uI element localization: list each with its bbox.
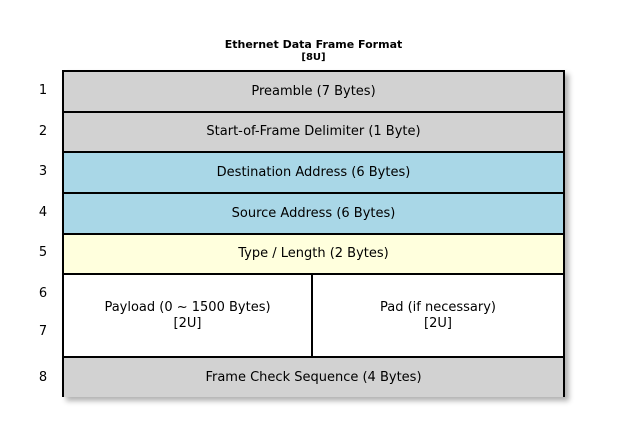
row-number-6: 6 [38, 286, 48, 301]
row-number-5: 5 [38, 245, 48, 260]
diagram-title-block: Ethernet Data Frame Format [8U] [62, 38, 565, 64]
frame-field-sublabel: [2U] [173, 315, 202, 331]
frame-field-preamble: Preamble (7 Bytes) [64, 72, 563, 113]
frame-field-payload: Payload (0 ~ 1500 Bytes) [2U] [64, 275, 313, 356]
row-number-8: 8 [38, 370, 48, 385]
frame-field-label: Preamble (7 Bytes) [251, 83, 376, 99]
frame-field-label: Pad (if necessary) [379, 299, 496, 315]
ethernet-frame-table: Preamble (7 Bytes) Start-of-Frame Delimi… [62, 70, 565, 397]
frame-field-label: Payload (0 ~ 1500 Bytes) [104, 299, 271, 315]
row-number-gutter: 1 2 3 4 5 6 7 8 [30, 70, 56, 397]
frame-field-start-of-frame-delimiter: Start-of-Frame Delimiter (1 Byte) [64, 113, 563, 153]
frame-field-sublabel: [2U] [424, 315, 452, 331]
row-number-1: 1 [38, 83, 48, 98]
frame-field-label: Start-of-Frame Delimiter (1 Byte) [206, 124, 421, 139]
page-title: Ethernet Data Frame Format [224, 38, 403, 51]
frame-field-payload-pad-row: Payload (0 ~ 1500 Bytes) [2U] Pad (if ne… [64, 275, 563, 358]
frame-field-label: Frame Check Sequence (4 Bytes) [205, 369, 422, 385]
page-subtitle: [8U] [301, 52, 326, 63]
frame-field-label: Destination Address (6 Bytes) [216, 164, 411, 180]
row-number-7: 7 [38, 324, 48, 339]
row-number-4: 4 [38, 205, 48, 220]
frame-field-destination-address: Destination Address (6 Bytes) [64, 153, 563, 194]
row-number-3: 3 [38, 164, 48, 179]
frame-field-label: Type / Length (2 Bytes) [238, 246, 389, 261]
frame-field-frame-check-sequence: Frame Check Sequence (4 Bytes) [64, 358, 563, 397]
frame-field-label: Source Address (6 Bytes) [231, 205, 396, 221]
frame-field-source-address: Source Address (6 Bytes) [64, 194, 563, 235]
frame-field-type-length: Type / Length (2 Bytes) [64, 235, 563, 275]
row-number-2: 2 [38, 124, 48, 139]
frame-field-pad: Pad (if necessary) [2U] [313, 275, 563, 356]
